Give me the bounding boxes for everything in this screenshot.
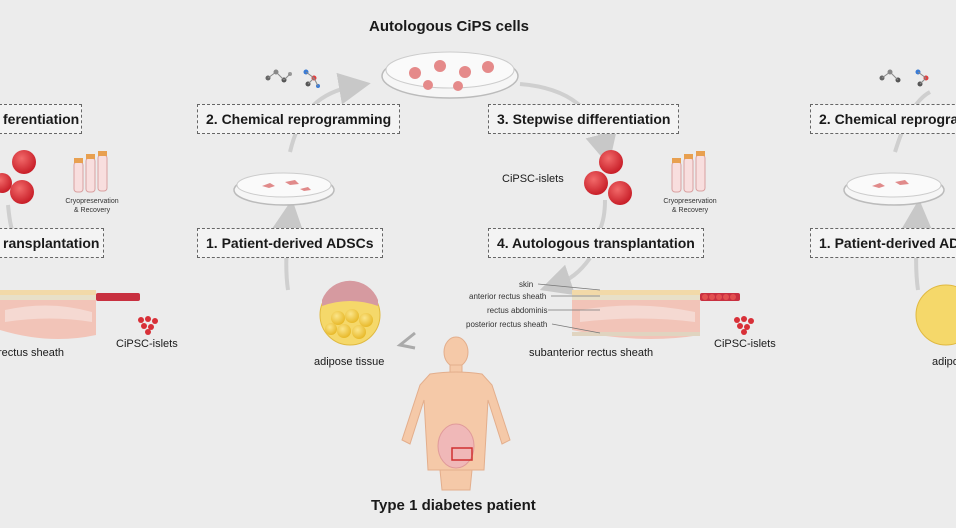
- step-1-box: 1. Patient-derived ADSCs: [197, 228, 383, 258]
- step-3-box: 3. Stepwise differentiation: [488, 104, 680, 134]
- right-step-2-box: 2. Chemical reprogra: [810, 104, 956, 134]
- islet-clusters: [0, 150, 632, 205]
- layer-skin-label: skin: [519, 280, 534, 289]
- molecule-icons: [265, 69, 929, 88]
- diagram-title: Autologous CiPS cells: [369, 18, 530, 35]
- petri-dish-adscs-right: [843, 172, 945, 206]
- petri-dish-top: [381, 51, 519, 99]
- islet-dots: [138, 316, 754, 335]
- right-step-1-box: 1. Patient-derived AD: [810, 228, 956, 258]
- adipose-tissue-label: adipose tissue: [314, 356, 385, 368]
- layer-posterior-sheath-label: posterior rectus sheath: [466, 320, 548, 329]
- subanterior-sheath-label: subanterior rectus sheath: [529, 347, 654, 359]
- left-islets-label: CiPSC-islets: [116, 338, 178, 350]
- adipose-tissue: [319, 280, 956, 346]
- left-step-4-box: ransplantation: [0, 228, 104, 258]
- right-adipose-label: adipos: [932, 356, 956, 368]
- human-body-figure: [401, 336, 511, 491]
- cryo-label: Cryopreservation & Recovery: [663, 198, 717, 214]
- cipsc-islets-bottom-label: CiPSC-islets: [714, 338, 776, 350]
- cryo-tubes: [73, 151, 706, 193]
- tissue-cross-section: [0, 290, 740, 339]
- patient-label: Type 1 diabetes patient: [371, 497, 536, 514]
- cycle-arrows: [6, 72, 933, 350]
- cipsc-islets-top-label: CiPSC-islets: [502, 173, 564, 185]
- left-cryo-label: Cryopreservation & Recovery: [65, 198, 119, 214]
- petri-dish-adscs: [233, 172, 335, 206]
- left-step-3-box: ferentiation: [0, 104, 82, 134]
- layer-rectus-abdominis-label: rectus abdominis: [487, 306, 548, 315]
- step-4-box: 4. Autologous transplantation: [488, 228, 704, 258]
- step-2-box: 2. Chemical reprogramming: [197, 104, 401, 134]
- left-sheath-label: rectus sheath: [0, 347, 65, 359]
- layer-anterior-sheath-label: anterior rectus sheath: [469, 292, 547, 301]
- layer-pointer-lines: [537, 283, 601, 334]
